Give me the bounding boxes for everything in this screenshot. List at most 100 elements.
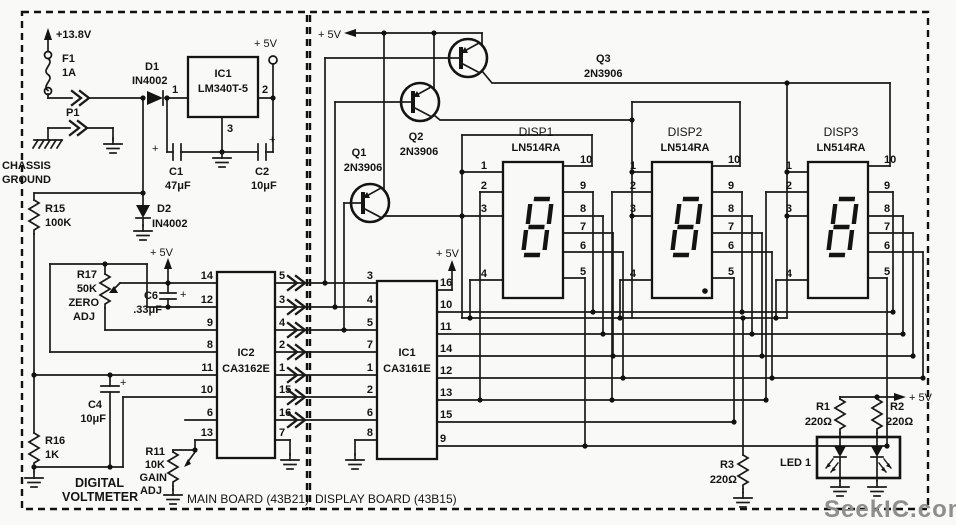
v5-led-rail: + 5V (894, 392, 933, 404)
led1: LED 1 (780, 435, 902, 480)
r2-value: 220Ω (886, 416, 913, 428)
f1-ref: F1 (62, 53, 75, 65)
cap-c2: + C2 10μF (251, 134, 277, 192)
p1-connector-top-icon (70, 89, 91, 107)
q1-part: 2N3906 (344, 162, 383, 174)
cap-c6: + C6 .33μF (133, 289, 186, 316)
r17-adj1: ZERO (68, 297, 99, 309)
ic2-pin: 16 (279, 407, 291, 419)
p1-ref: P1 (66, 107, 79, 119)
v5-terminal: + 5V (254, 38, 278, 65)
led1-ref: LED 1 (780, 457, 811, 469)
ic1-pin: 10 (440, 299, 452, 311)
cap-c4: + C4 10μF (80, 377, 126, 425)
chassis-ground-label: CHASSIS GROUND (2, 160, 51, 186)
r17-value: 50K (77, 283, 97, 295)
svg-text:+ 5V: + 5V (318, 29, 342, 41)
cap-c1: + C1 47μF (152, 143, 191, 192)
seven-segment-icon (521, 196, 554, 258)
r16-value: 1K (45, 449, 59, 461)
ground-icon (867, 480, 887, 497)
ic1-pin: 6 (367, 407, 373, 419)
q2-part: 2N3906 (400, 146, 439, 158)
svg-text:+ 5V: + 5V (436, 248, 460, 260)
q3-ref: Q3 (596, 53, 611, 65)
display-board-outline (308, 10, 930, 511)
disp3-pin: 7 (884, 221, 890, 233)
disp2-pin: 1 (630, 160, 636, 172)
ic2-pin: 1 (279, 362, 285, 374)
ic1-pin: 14 (440, 343, 453, 355)
ic2-pin: 13 (201, 427, 213, 439)
ic2-pin: 4 (279, 317, 286, 329)
r3-ref: R3 (720, 459, 734, 471)
r17-ref: R17 (77, 269, 97, 281)
disp3-pin: 3 (786, 203, 792, 215)
f1-value: 1A (62, 67, 76, 79)
disp3-pin: 1 (786, 160, 792, 172)
ground-icon (212, 151, 232, 168)
r11-adj1: GAIN (140, 472, 168, 484)
fuse-f1: F1 1A (43, 50, 76, 96)
v5-rail: + 5V (318, 29, 356, 41)
ic1-pin: 2 (367, 384, 373, 396)
ic2-pin: 6 (207, 407, 213, 419)
ic2-pin: 2 (279, 339, 285, 351)
ic2-ref: IC2 (237, 347, 254, 359)
disp1-pin: 1 (481, 160, 487, 172)
disp2-pin: 9 (728, 180, 734, 192)
disp2-pin: 10 (728, 154, 740, 166)
interboard-wires (274, 282, 378, 456)
d1-ref: D1 (145, 61, 159, 73)
disp3-pin: 6 (884, 240, 890, 252)
disp1-pin: 2 (481, 180, 487, 192)
ic2-pin: 12 (201, 294, 213, 306)
disp2-pin: 4 (630, 268, 637, 280)
svg-text:+ 5V: + 5V (909, 392, 933, 404)
ic2-pin: 5 (279, 270, 285, 282)
regulator-ic1: IC1 LM340T-5 1 2 3 (172, 55, 268, 135)
pot-r11: R11 10K GAIN ADJ (140, 446, 191, 497)
ic1-ref: IC1 (398, 347, 415, 359)
d1-value: IN4002 (132, 75, 167, 87)
ic1-pin: 16 (440, 277, 452, 289)
svg-text:+: + (180, 289, 186, 301)
diode-d2: D2 IN4002 (135, 203, 187, 230)
main-board-title: MAIN BOARD (43B21) (187, 492, 309, 506)
c2-ref: C2 (255, 166, 269, 178)
regulator-pin1: 1 (172, 84, 178, 96)
ic2-pin: 11 (201, 362, 213, 374)
r11-ref: R11 (145, 446, 165, 458)
disp2-pin: 2 (630, 180, 636, 192)
disp1-pin: 3 (481, 203, 487, 215)
r15-ref: R15 (45, 203, 65, 215)
seven-segment-icon (670, 196, 703, 258)
c1-ref: C1 (169, 166, 183, 178)
ground-icon (133, 224, 153, 241)
q2-ref: Q2 (409, 131, 424, 143)
r1-value: 220Ω (805, 416, 832, 428)
display-disp3: DISP3 LN514RA 1 2 3 4 10 9 8 7 6 5 (786, 125, 896, 300)
ground-icon (345, 453, 365, 470)
seven-segment-icon (826, 196, 859, 258)
disp1-ref: DISP1 (519, 125, 554, 139)
ic2-part: CA3162E (222, 363, 270, 375)
ground-icon (830, 480, 850, 497)
c6-value: .33μF (133, 304, 162, 316)
svg-text:+: + (269, 134, 275, 146)
q1-ref: Q1 (352, 147, 367, 159)
regulator-part: LM340T-5 (198, 83, 248, 95)
c6-ref: C6 (144, 290, 158, 302)
ground-icon (163, 488, 183, 505)
junction-dots (31, 30, 926, 470)
ground-icon (280, 453, 300, 470)
ic2-pin: 9 (207, 317, 213, 329)
supply-label: +13.8V (56, 29, 92, 41)
disp2-pin: 3 (630, 203, 636, 215)
r11-value: 10K (145, 459, 165, 471)
disp1-pin: 10 (580, 154, 592, 166)
disp1-pin: 9 (580, 180, 586, 192)
ic1-pin: 5 (367, 317, 373, 329)
display-disp1: DISP1 LN514RA 1 2 3 4 10 9 8 7 6 5 (481, 125, 592, 300)
